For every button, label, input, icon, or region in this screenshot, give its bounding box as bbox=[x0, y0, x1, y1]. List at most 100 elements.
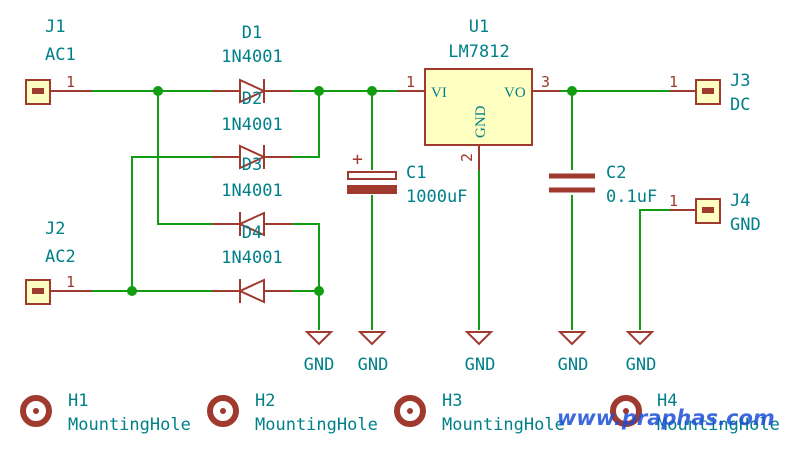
capacitor-c2: C2 0.1uF bbox=[549, 163, 657, 207]
connector-j2-pin-number: 1 bbox=[66, 273, 75, 291]
ground-symbol: GND bbox=[357, 331, 389, 375]
regulator-u1-vi-label: VI bbox=[431, 85, 447, 101]
mounting-hole-h3: H3 MountingHole bbox=[394, 391, 565, 435]
capacitor-c1-positive-plate bbox=[347, 171, 397, 180]
wire-ac1-to-d3 bbox=[157, 91, 212, 225]
diode-d1-ref: D1 bbox=[242, 23, 262, 43]
mounting-hole-h3-value: MountingHole bbox=[442, 415, 565, 435]
ground-symbols: GND GND GND GND GND bbox=[304, 331, 657, 375]
connector-j2-pad bbox=[32, 288, 44, 294]
ground-symbol-shape bbox=[625, 331, 655, 346]
mounting-hole-h4-ref: H4 bbox=[657, 391, 677, 411]
connector-j2-ref: J2 bbox=[45, 219, 65, 239]
connector-j3: 1 J3 DC bbox=[669, 71, 750, 115]
connector-j1: J1 AC1 1 bbox=[25, 17, 92, 105]
diode-d2: D2 1N4001 bbox=[212, 89, 292, 170]
ground-symbol: GND bbox=[464, 331, 496, 375]
capacitor-c1-value: 1000uF bbox=[406, 187, 467, 207]
mounting-hole-icon bbox=[20, 395, 52, 427]
mounting-hole-h2: H2 MountingHole bbox=[207, 391, 378, 435]
junction-dot bbox=[127, 286, 137, 296]
diode-d1: D1 1N4001 bbox=[212, 23, 292, 104]
junction-dot bbox=[153, 86, 163, 96]
mounting-hole-h1-value: MountingHole bbox=[68, 415, 191, 435]
wire-j4-to-ground bbox=[639, 209, 670, 330]
connector-j2-value: AC2 bbox=[45, 247, 76, 267]
capacitor-c1-negative-plate bbox=[347, 185, 397, 194]
connector-j4-ref: J4 bbox=[730, 191, 750, 211]
junctions bbox=[127, 86, 577, 296]
regulator-u1-vo-label: VO bbox=[504, 85, 526, 101]
diode-d3-value: 1N4001 bbox=[221, 181, 282, 201]
regulator-u1-pin-in-number: 1 bbox=[406, 73, 415, 91]
mounting-hole-h2-ref: H2 bbox=[255, 391, 275, 411]
diode-d4: D4 1N4001 bbox=[212, 223, 292, 304]
ground-label: GND bbox=[558, 355, 589, 375]
diode-d2-value: 1N4001 bbox=[221, 115, 282, 135]
junction-dot bbox=[567, 86, 577, 96]
diode-d1-value: 1N4001 bbox=[221, 47, 282, 67]
mounting-hole-h1: H1 MountingHole bbox=[20, 391, 191, 435]
ground-label: GND bbox=[304, 355, 335, 375]
connector-j3-body bbox=[695, 79, 721, 105]
diode-d4-triangle bbox=[237, 278, 265, 304]
connector-j1-ref: J1 bbox=[45, 17, 65, 37]
connector-j1-value: AC1 bbox=[45, 45, 76, 65]
mounting-hole-center bbox=[623, 408, 629, 414]
connector-j2: J2 AC2 1 bbox=[25, 219, 92, 305]
junction-dot bbox=[314, 286, 324, 296]
capacitor-c2-ref: C2 bbox=[606, 163, 626, 183]
connector-j4: 1 J4 GND bbox=[669, 191, 761, 235]
ground-symbol-shape bbox=[357, 331, 387, 346]
mounting-hole-h1-ref: H1 bbox=[68, 391, 88, 411]
regulator-u1-value: LM7812 bbox=[448, 42, 509, 62]
capacitor-c1-polarity: + bbox=[352, 149, 363, 170]
regulator-u1-pin-gnd-number: 2 bbox=[458, 153, 476, 162]
regulator-u1-pin-out-number: 3 bbox=[541, 73, 550, 91]
mounting-hole-center bbox=[33, 408, 39, 414]
mounting-hole-h4-value: MountingHole bbox=[657, 415, 780, 435]
ground-symbol-shape bbox=[464, 331, 494, 346]
watermark: www.praphas.com bbox=[557, 406, 775, 430]
capacitor-c1-ref: C1 bbox=[406, 163, 426, 183]
diode-d4-ref: D4 bbox=[242, 223, 262, 243]
diode-d2-ref: D2 bbox=[242, 89, 262, 109]
ground-label: GND bbox=[465, 355, 496, 375]
ground-symbol-shape bbox=[557, 331, 587, 346]
regulator-u1: U1 LM7812 VI VO GND 1 3 2 bbox=[398, 17, 560, 170]
wire-ac2-to-d2 bbox=[131, 156, 212, 291]
regulator-u1-ref: U1 bbox=[469, 17, 489, 37]
junction-dot bbox=[367, 86, 377, 96]
connector-j3-ref: J3 bbox=[730, 71, 750, 91]
ground-symbol: GND bbox=[557, 331, 589, 375]
connector-j4-value: GND bbox=[730, 215, 761, 235]
diode-d3-ref: D3 bbox=[242, 155, 262, 175]
ground-symbol: GND bbox=[625, 331, 657, 375]
mounting-hole-center bbox=[407, 408, 413, 414]
diode-d4-value: 1N4001 bbox=[221, 248, 282, 268]
mounting-hole-h3-ref: H3 bbox=[442, 391, 462, 411]
connector-j3-pin-number: 1 bbox=[669, 73, 678, 91]
junction-dot bbox=[314, 86, 324, 96]
mounting-hole-icon bbox=[207, 395, 239, 427]
wires bbox=[92, 90, 670, 330]
mounting-hole-icon bbox=[394, 395, 426, 427]
mounting-hole-h2-value: MountingHole bbox=[255, 415, 378, 435]
regulator-u1-body bbox=[424, 68, 533, 146]
connector-j4-pad bbox=[702, 207, 714, 213]
diode-d2-triangle bbox=[239, 144, 267, 170]
connector-j1-pad bbox=[32, 88, 44, 94]
ground-label: GND bbox=[626, 355, 657, 375]
connector-j1-pin-number: 1 bbox=[66, 73, 75, 91]
regulator-u1-gnd-label: GND bbox=[473, 105, 489, 138]
capacitor-c2-value: 0.1uF bbox=[606, 187, 657, 207]
wire-d2-to-positive bbox=[292, 91, 320, 158]
mounting-hole-h4: H4 MountingHole bbox=[610, 391, 780, 435]
ground-symbol: GND bbox=[304, 331, 335, 375]
wire-d3-to-ground bbox=[292, 223, 320, 330]
ground-symbol-shape bbox=[304, 331, 334, 346]
diode-d3-triangle bbox=[237, 211, 265, 237]
ground-label: GND bbox=[358, 355, 389, 375]
connector-j4-pin-number: 1 bbox=[669, 192, 678, 210]
